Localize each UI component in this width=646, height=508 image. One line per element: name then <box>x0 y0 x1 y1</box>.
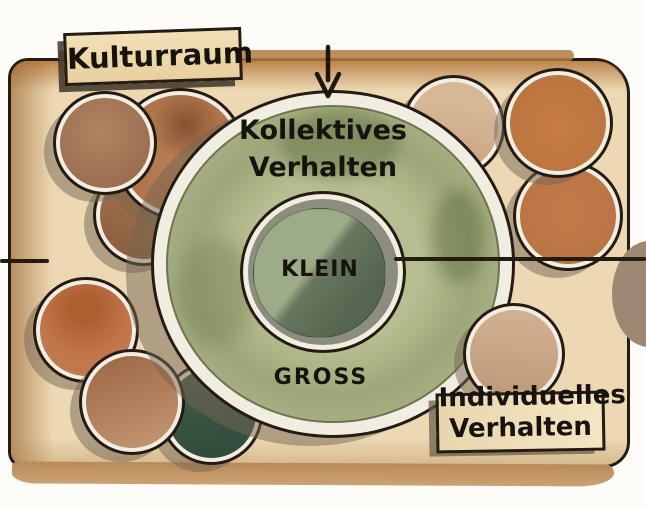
collective-behavior-donut <box>151 90 515 438</box>
down-arrow-icon <box>314 44 342 99</box>
klein-text: KLEIN <box>281 257 359 282</box>
individuelles-label-line1: Individuelles <box>438 380 627 414</box>
horizontal-axis-line-left <box>0 259 49 263</box>
individual-circle <box>463 303 565 405</box>
board-under-shadow <box>11 461 615 487</box>
individual-circle <box>513 161 623 271</box>
individual-circle <box>503 68 613 178</box>
inner-circle <box>240 191 406 353</box>
individual-circle <box>53 91 157 195</box>
kulturraum-label-text: Kulturraum <box>66 35 254 76</box>
collective-behavior-text-line1: Kollektives <box>239 115 407 146</box>
inner-circle-core <box>253 208 386 338</box>
individuelles-verhalten-label: Individuelles Verhalten <box>435 380 626 454</box>
collective-behavior-text-line2: Verhalten <box>248 152 398 183</box>
board-top-shadow-strip <box>58 50 574 61</box>
individuelles-label-line2: Verhalten <box>448 411 593 445</box>
board-left-wash <box>11 61 53 465</box>
horizontal-axis-line-right <box>394 257 646 261</box>
gross-text: GROSS <box>273 365 369 390</box>
kulturraum-label: Kulturraum <box>63 26 254 87</box>
